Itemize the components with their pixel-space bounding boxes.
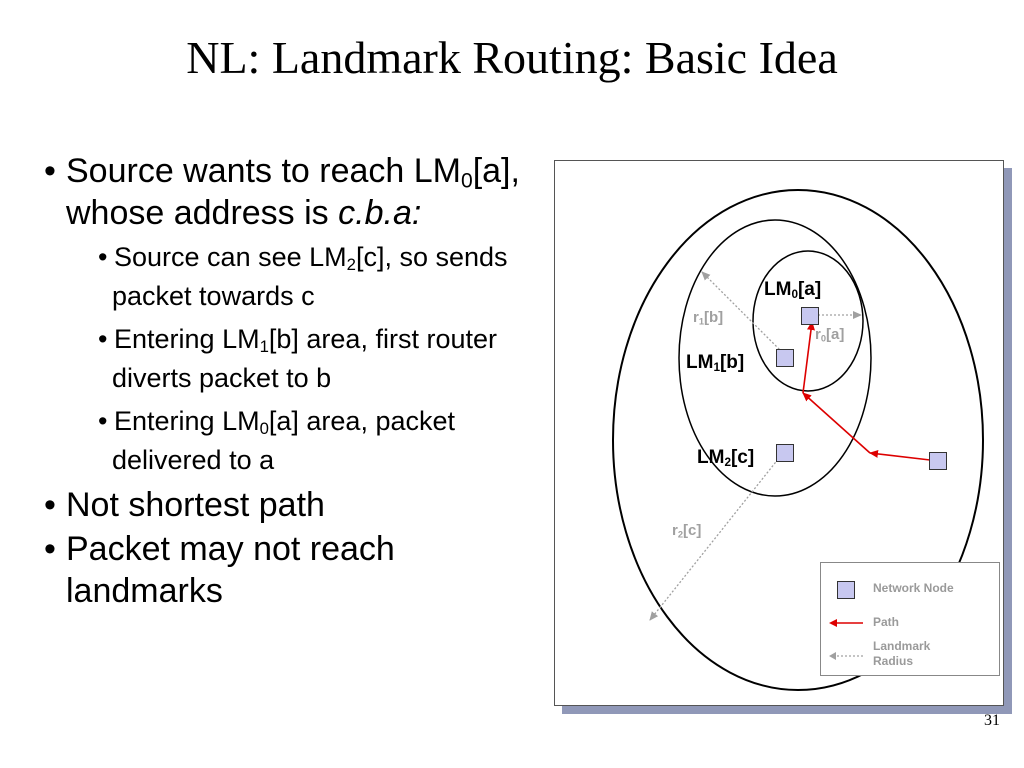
lm0-node — [801, 307, 819, 325]
bullet-dot: • — [44, 152, 56, 190]
bullet-dot: • — [44, 486, 56, 524]
source-node — [929, 452, 947, 470]
diagram-legend: Network Node Path Landmark Radius — [820, 562, 1000, 676]
path-divert-to-b — [802, 392, 871, 454]
bullet-dot: • — [44, 530, 56, 568]
legend-path: Path — [821, 613, 999, 633]
r1-label: r1[b] — [693, 309, 724, 327]
radius-arrow-icon — [829, 652, 863, 660]
bullet-dot: • — [98, 406, 108, 436]
lm2-node — [776, 444, 794, 462]
lm0-label: LM0[a] — [764, 279, 822, 301]
slide-number: 31 — [984, 712, 1000, 729]
r0-label: r0[a] — [815, 326, 845, 344]
bullet-list: • Source wants to reach LM0[a], whose ad… — [40, 150, 540, 612]
path-deliver-to-a — [802, 321, 815, 394]
r2-radius-arrow — [649, 452, 784, 621]
lm2-radius-circle — [612, 189, 984, 691]
bullet-dot: • — [98, 324, 108, 354]
legend-network-node: Network Node — [821, 579, 999, 599]
lm1-node — [776, 349, 794, 367]
r1-radius-arrow — [701, 271, 786, 356]
bullet-source-wants: • Source wants to reach LM0[a], whose ad… — [44, 152, 520, 232]
address-text: c.b.a: — [338, 194, 422, 232]
legend-landmark-radius: Landmark Radius — [821, 639, 999, 673]
bullet-not-shortest: • Not shortest path — [44, 486, 325, 524]
lm2-label: LM2[c] — [697, 447, 755, 469]
bullet-dot: • — [98, 242, 108, 272]
lm0-radius-circle — [752, 250, 864, 392]
path-arrow-icon — [829, 619, 863, 627]
path-source-to-c-area — [869, 449, 931, 461]
lm1-label: LM1[b] — [686, 352, 745, 374]
lm1-radius-circle — [678, 219, 872, 497]
bullet-source-sees: • Source can see LM2[c], so sends packet… — [40, 238, 540, 316]
network-node-swatch — [837, 581, 855, 599]
slide-title: NL: Landmark Routing: Basic Idea — [186, 32, 838, 83]
bullet-entering-a: • Entering LM0[a] area, packet delivered… — [40, 402, 540, 480]
bullet-may-not-reach: • Packet may not reach landmarks — [44, 530, 395, 610]
r2-label: r2[c] — [672, 522, 702, 540]
bullet-entering-b: • Entering LM1[b] area, first router div… — [40, 320, 540, 398]
